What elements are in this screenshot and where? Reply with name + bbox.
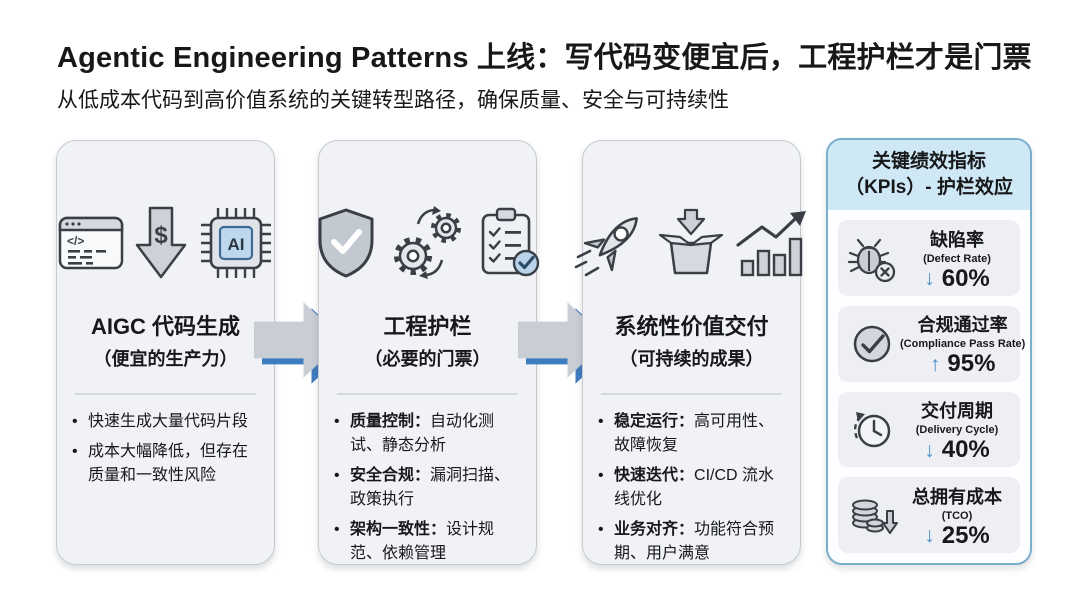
kpi-card-compliance-pass-rate: 合规通过率 (Compliance Pass Rate) ↑ 95% [838,305,1025,382]
coins-down-icon [846,489,900,541]
list-item: 质量控制：自动化测试、静态分析 [334,410,523,458]
kpi-panel: 关键绩效指标 （KPIs）- 护栏效应 [826,138,1032,565]
kpi-card-tco: 总拥有成本 (TCO) ↓ 25% [838,477,1020,554]
stage-2-title: 工程护栏 [383,314,472,339]
down-arrow-icon: ↓ [924,524,935,548]
stage-3-subtitle: （可持续的成果） [619,349,764,369]
list-item: 业务对齐：功能符合预期、用户满意 [598,518,787,566]
stage-3-bullets: 稳定运行：高可用性、故障恢复 快速迭代：CI/CD 流水线优化 业务对齐：功能符… [598,410,787,566]
stage-2-subtitle: （必要的门票） [364,349,491,369]
clipboard-check-icon [477,206,541,280]
divider [337,393,518,395]
list-item: 成本大幅降低，但存在质量和一致性风险 [72,440,261,488]
kpi-list: 缺陷率 (Defect Rate) ↓ 60% 合规通过率 [828,210,1030,563]
stage-3-title: 系统性价值交付 [614,314,769,339]
page-subtitle: 从低成本代码到高价值系统的关键转型路径，确保质量、安全与可持续性 [57,89,729,112]
svg-text:AI: AI [227,235,244,254]
code-window-icon: </> [58,214,124,272]
stage-3-icon-row [574,201,806,285]
svg-text:</>: </> [67,234,84,248]
list-item: 安全合规：漏洞扫描、政策执行 [334,464,523,512]
stage-card-value-delivery: 系统性价值交付 （可持续的成果） 稳定运行：高可用性、故障恢复 快速迭代：CI/… [574,140,806,566]
check-circle-icon [846,318,900,370]
stage-2-bullets: 质量控制：自动化测试、静态分析 安全合规：漏洞扫描、政策执行 架构一致性：设计规… [334,410,523,566]
kpi-label-en: (Compliance Pass Rate) [900,338,1026,351]
page-title: Agentic Engineering Patterns 上线：写代码变便宜后，… [57,42,1032,74]
kpi-label-en: (Delivery Cycle) [915,424,999,436]
kpi-value: 40% [941,436,990,463]
shield-check-icon [315,207,377,279]
kpi-label: 合规通过率 [917,315,1008,336]
kpi-label-en: (TCO) [941,509,973,522]
down-arrow-icon: ↓ [924,438,935,462]
list-item: 快速迭代：CI/CD 流水线优化 [598,464,787,512]
stage-card-aigc: </> $ [56,140,275,565]
kpi-value: 25% [941,521,990,549]
divider [75,393,256,395]
stage-1-title: AIGC 代码生成 [90,314,241,339]
down-arrow-icon: ↓ [924,267,935,291]
divider [601,393,782,395]
stage-1-bullets: 快速生成大量代码片段 成本大幅降低，但存在质量和一致性风险 [72,410,261,488]
rocket-icon [574,207,648,279]
kpi-value: 95% [947,350,996,378]
list-item: 架构一致性：设计规范、依赖管理 [334,518,523,566]
stage-card-guardrails: 工程护栏 （必要的门票） 质量控制：自动化测试、静态分析 安全合规：漏洞扫描、政… [318,140,539,566]
kpi-panel-title: 关键绩效指标 （KPIs）- 护栏效应 [828,140,1030,211]
ai-chip-icon: AI [198,205,274,281]
kpi-label: 交付周期 [921,401,993,421]
growth-chart-icon [734,209,810,277]
dollar-down-arrow-icon: $ [133,205,189,281]
list-item: 稳定运行：高可用性、故障恢复 [598,410,787,458]
kpi-label-en: (Defect Rate) [923,252,991,265]
history-clock-icon [846,404,900,456]
stage-1-subtitle: （便宜的生产力） [93,349,238,369]
kpi-card-delivery-cycle: 交付周期 (Delivery Cycle) ↓ 40% [838,391,1020,468]
stage-1-icon-row: </> $ [57,201,274,285]
up-arrow-icon: ↑ [929,352,941,376]
gears-icon [386,206,468,280]
kpi-value: 60% [941,264,990,292]
kpi-label: 总拥有成本 [912,486,1002,507]
kpi-label: 缺陷率 [930,229,984,250]
svg-text:$: $ [154,222,168,249]
open-box-arrow-icon [657,207,725,279]
kpi-card-defect-rate: 缺陷率 (Defect Rate) ↓ 60% [838,220,1020,296]
bug-icon [846,232,900,284]
stage-2-icon-row [318,201,539,285]
list-item: 快速生成大量代码片段 [72,410,261,434]
